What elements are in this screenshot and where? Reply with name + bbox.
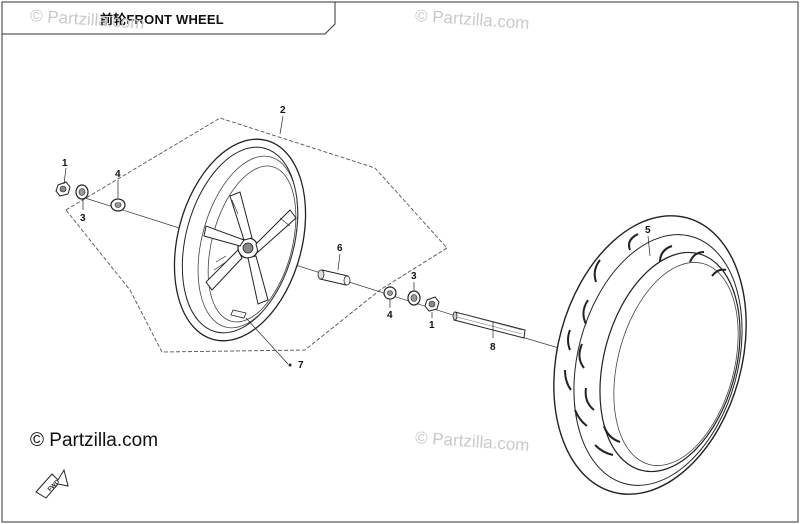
callout-7: 7 — [298, 360, 304, 371]
callout-8: 8 — [490, 342, 496, 353]
left-collar — [110, 198, 126, 212]
callout-7-dot — [288, 363, 292, 367]
left-axle-nut — [55, 181, 71, 197]
callout-3-left: 3 — [80, 213, 86, 224]
title-box — [1, 1, 336, 35]
callout-1-right: 1 — [429, 320, 435, 331]
callout-4-left: 4 — [115, 169, 121, 180]
page-title: 前轮FRONT WHEEL — [100, 12, 224, 27]
distance-collar — [317, 269, 351, 286]
right-oil-seal — [407, 290, 421, 306]
callout-2: 2 — [280, 105, 286, 116]
rim-group-outline — [65, 117, 448, 353]
brand-label: © Partzilla.com — [30, 430, 159, 451]
front-tire — [553, 215, 747, 495]
forward-arrow-icon: FWD — [35, 468, 69, 499]
callout-4-right: 4 — [387, 310, 393, 321]
axle-center-line — [84, 197, 526, 339]
wheel-rim — [173, 138, 307, 342]
left-oil-seal — [75, 184, 89, 200]
front-axle — [452, 311, 526, 339]
callout-leaders — [63, 115, 651, 365]
callout-5: 5 — [645, 225, 651, 236]
right-axle-nut — [424, 296, 440, 312]
callout-1-left: 1 — [62, 158, 68, 169]
right-collar — [383, 286, 397, 300]
callout-6: 6 — [337, 243, 343, 254]
callout-3-right: 3 — [411, 271, 417, 282]
